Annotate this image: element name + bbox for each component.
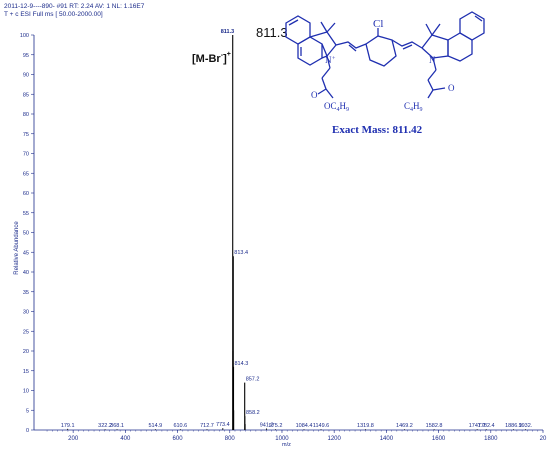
scan-header: 2011-12-9----890- #91 RT: 2.24 AV: 1 NL:…	[4, 3, 145, 10]
peak-label: 857.2	[246, 377, 260, 383]
y-tick-label: 40	[23, 270, 29, 276]
x-tick-label: 200	[68, 436, 79, 442]
x-tick-label: 400	[120, 436, 131, 442]
left-ester-label: OC4H9	[324, 101, 349, 113]
y-tick-label: 35	[23, 290, 29, 296]
peak-label: 1582.8	[426, 423, 443, 429]
y-tick-label: 20	[23, 349, 29, 355]
x-axis-label: m/z	[282, 442, 291, 448]
peak-label: 610.6	[173, 423, 187, 429]
y-tick-label: 45	[23, 250, 29, 256]
x-tick-label: 1600	[432, 436, 446, 442]
y-tick-label: 25	[23, 329, 29, 335]
atom-cl: Cl	[373, 18, 383, 30]
peak-label: 1782.4	[478, 423, 495, 429]
y-tick-label: 100	[20, 33, 29, 39]
y-tick-label: 75	[23, 132, 29, 138]
x-tick-label: 800	[225, 436, 236, 442]
x-tick-label: 600	[173, 436, 184, 442]
peak-label: 1747.7	[469, 423, 486, 429]
atom-o-left: O	[311, 90, 318, 100]
peak-label: 1932.	[519, 423, 533, 429]
peak-label: 813.4	[234, 250, 248, 256]
n-plus: +	[332, 56, 336, 62]
x-tick-label: 1800	[484, 436, 498, 442]
peak-label: 1084.4	[296, 423, 313, 429]
peak-label: 322.2	[98, 423, 112, 429]
y-tick-label: 60	[23, 191, 29, 197]
x-tick-label: 1400	[380, 436, 394, 442]
atom-n-right: N	[429, 55, 436, 65]
ion-label-close: ]	[223, 53, 227, 65]
exact-mass-label: Exact Mass: 811.42	[332, 124, 423, 136]
x-tick-label: 1000	[275, 436, 289, 442]
y-tick-label: 50	[23, 231, 29, 237]
peak-label: 814.3	[235, 361, 249, 367]
y-tick-label: 80	[23, 112, 29, 118]
y-tick-label: 65	[23, 171, 29, 177]
peak-label: 1319.8	[357, 423, 374, 429]
y-tick-label: 15	[23, 369, 29, 375]
y-tick-label: 0	[26, 428, 29, 434]
y-tick-label: 85	[23, 92, 29, 98]
peak-label: 1469.2	[396, 423, 413, 429]
peak-label: 811.3	[221, 29, 234, 35]
peak-label: 858.2	[246, 410, 260, 416]
peak-label: 179.1	[61, 423, 75, 429]
scan-filter: T + c ESI Full ms [ 50.00-2000.00]	[4, 11, 103, 18]
y-tick-label: 90	[23, 73, 29, 79]
peak-label: 941.2	[260, 422, 274, 428]
structure-atoms: Cl N + N O O OC4H9 C4H9 Exact Mass: 811.…	[311, 18, 455, 136]
x-tick-label: 1200	[327, 436, 341, 442]
y-tick-label: 70	[23, 152, 29, 158]
atom-n-left: N	[325, 55, 332, 65]
y-tick-label: 55	[23, 211, 29, 217]
peak-label: 1886.9	[505, 423, 522, 429]
x-tick-label: 20	[540, 436, 547, 442]
ion-label-sup: -	[221, 52, 224, 59]
peak-label: 1149.6	[313, 423, 329, 429]
peak-label: 514.9	[148, 423, 162, 429]
y-tick-label: 95	[23, 53, 29, 59]
peak-label: 368.1	[110, 423, 124, 429]
ion-label-charge: +	[227, 51, 231, 58]
ion-label: [M-Br-]+	[192, 51, 231, 65]
peak-label: 773.4	[216, 422, 230, 428]
peak-label: 712.7	[200, 423, 214, 429]
ion-label-main: [M-Br	[192, 53, 221, 65]
atom-o-right: O	[448, 83, 455, 93]
y-tick-label: 5	[26, 408, 29, 414]
y-tick-label: 30	[23, 310, 29, 316]
main-peak-annotation: 811.3	[256, 25, 288, 40]
structure-drawing	[285, 11, 485, 99]
y-tick-label: 10	[23, 389, 29, 395]
peak-label: 975.2	[269, 423, 283, 429]
right-ester-label: C4H9	[404, 101, 423, 113]
